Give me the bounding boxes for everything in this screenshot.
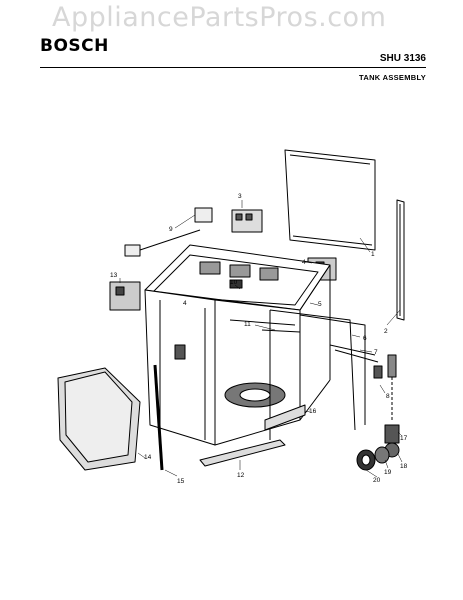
part-bottom-rail bbox=[199, 439, 286, 467]
part-side-panel bbox=[284, 149, 376, 251]
callout-12: 12 bbox=[237, 472, 245, 479]
part-door-panel bbox=[57, 367, 141, 471]
callout-18: 18 bbox=[400, 463, 408, 470]
header-rule bbox=[40, 67, 426, 68]
callout-9: 9 bbox=[169, 226, 173, 233]
part-bracket-9 bbox=[124, 207, 213, 257]
callout-4b: 4 bbox=[183, 300, 187, 307]
part-hose bbox=[329, 344, 397, 420]
watermark: AppliancePartsPros.com bbox=[52, 2, 387, 33]
callout-13: 13 bbox=[110, 272, 118, 279]
callout-10: 10 bbox=[230, 279, 238, 286]
callout-5: 5 bbox=[318, 301, 322, 308]
brand-logo: BOSCH bbox=[40, 36, 109, 56]
callout-16: 16 bbox=[309, 408, 317, 415]
part-nut bbox=[356, 446, 390, 471]
callout-14: 14 bbox=[144, 454, 152, 461]
callout-2: 2 bbox=[384, 328, 388, 335]
callout-7: 7 bbox=[374, 349, 378, 356]
callout-labels: 1 2 3 4 4 5 6 7 8 9 10 11 12 13 14 15 16… bbox=[110, 193, 408, 485]
part-tank bbox=[144, 244, 331, 446]
part-block-13 bbox=[109, 281, 141, 311]
part-bracket-3 bbox=[231, 209, 263, 233]
part-seal-strip bbox=[153, 364, 164, 471]
callout-11: 11 bbox=[244, 321, 251, 328]
callout-20: 20 bbox=[373, 477, 381, 484]
callout-1: 1 bbox=[371, 251, 375, 258]
part-floor-plate bbox=[264, 404, 306, 431]
leader-lines bbox=[119, 200, 403, 478]
callout-17: 17 bbox=[400, 435, 408, 442]
callout-19: 19 bbox=[384, 469, 392, 476]
callout-15: 15 bbox=[177, 478, 185, 485]
callout-3: 3 bbox=[238, 193, 242, 200]
callout-4a: 4 bbox=[302, 259, 306, 266]
callout-8: 8 bbox=[386, 393, 390, 400]
model-number: SHU 3136 bbox=[379, 53, 426, 64]
part-strip bbox=[396, 199, 405, 321]
callout-6: 6 bbox=[363, 335, 367, 342]
section-title: TANK ASSEMBLY bbox=[359, 73, 426, 82]
